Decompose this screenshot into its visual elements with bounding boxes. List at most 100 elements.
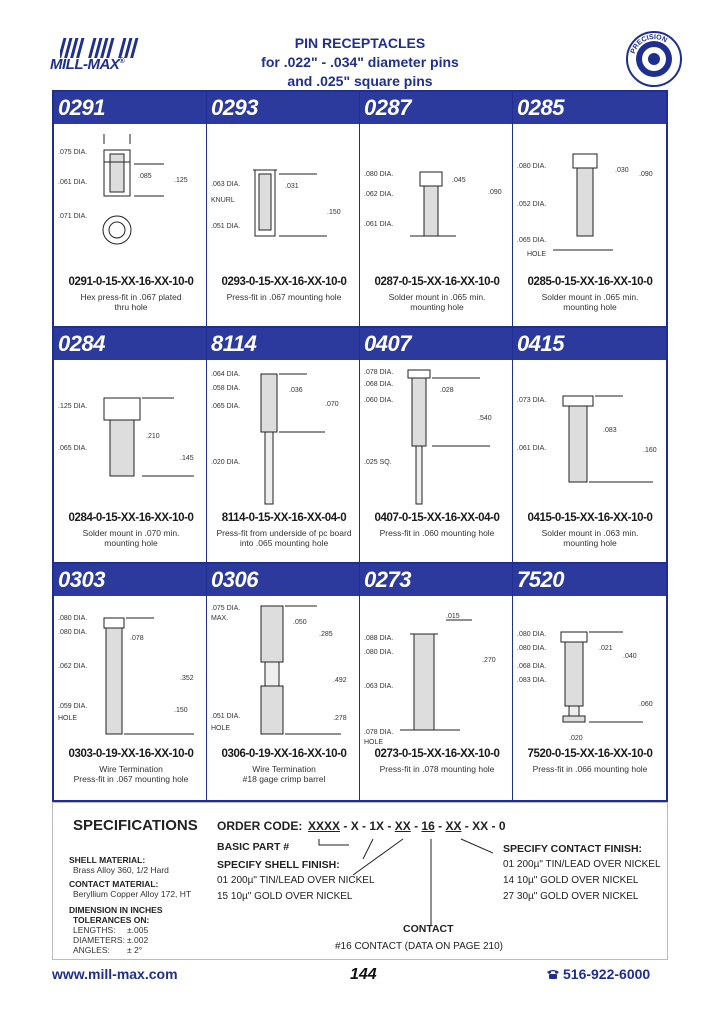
mill-max-logo-mark <box>60 38 139 58</box>
title-line-3: and .025" square pins <box>287 73 433 89</box>
svg-text:.083 DIA.: .083 DIA. <box>517 677 546 684</box>
part-number: 8114 <box>207 328 359 360</box>
product-row: 0291 .075 DIA. .061 DIA. .071 DIA. .085 … <box>54 92 666 328</box>
receptacle-drawing: .063 DIA. KNURL .051 DIA. .031 .150 <box>211 169 341 237</box>
part-number: 0287 <box>360 92 512 124</box>
product-grid: 0291 .075 DIA. .061 DIA. .071 DIA. .085 … <box>52 90 668 802</box>
tolerances: DIMENSION IN INCHES TOLERANCES ON: LENGT… <box>69 905 163 955</box>
svg-text:.062 DIA.: .062 DIA. <box>364 191 393 198</box>
product-cell-8114: 8114 .064 DIA. .058 DIA. .065 DIA. .020 … <box>207 328 360 562</box>
order-code: 0407-0-15-XX-16-XX-04-0 <box>374 512 500 524</box>
svg-text:.080 DIA.: .080 DIA. <box>364 649 393 656</box>
product-cell-0291: 0291 .075 DIA. .061 DIA. .071 DIA. .085 … <box>54 92 207 326</box>
product-cell-0415: 0415 .073 DIA. .061 DIA. .083 .160 0415-… <box>513 328 666 562</box>
svg-text:.025 SQ.: .025 SQ. <box>364 459 392 466</box>
svg-text:.028: .028 <box>440 387 454 394</box>
contact-finish-option: 27 30µ" GOLD OVER NICKEL <box>503 891 639 902</box>
svg-text:.061 DIA.: .061 DIA. <box>58 179 87 186</box>
logo-wordmark: MILL-MAX® <box>50 56 124 73</box>
contact-finish-option: 14 10µ" GOLD OVER NICKEL <box>503 875 639 886</box>
svg-text:.050: .050 <box>293 619 307 626</box>
part-number: 0293 <box>207 92 359 124</box>
page-title: PIN RECEPTACLES for .022" - .034" diamet… <box>230 34 490 91</box>
contact-finish-option: 01 200µ" TIN/LEAD OVER NICKEL <box>503 859 661 870</box>
svg-text:.150: .150 <box>327 209 341 216</box>
svg-text:.145: .145 <box>180 455 194 462</box>
svg-text:.021: .021 <box>599 645 613 652</box>
order-code-label: ORDER CODE: <box>217 819 303 833</box>
part-number: 0285 <box>513 92 666 124</box>
svg-text:.051 DIA.: .051 DIA. <box>211 713 240 720</box>
description: Solder mount in .070 min.mounting hole <box>82 528 180 548</box>
svg-text:.020: .020 <box>569 735 583 742</box>
svg-text:.080 DIA.: .080 DIA. <box>517 645 546 652</box>
tolerance-diameters: DIAMETERS:±.002 <box>73 935 149 945</box>
product-cell-0284: 0284 .125 DIA. .065 DIA. .210 .145 0284-… <box>54 328 207 562</box>
contact-line: #16 CONTACT (DATA ON PAGE 210) <box>335 941 504 952</box>
svg-text:.060: .060 <box>639 701 653 708</box>
phone-number[interactable]: 516-922-6000 <box>546 966 650 982</box>
part-number: 0407 <box>360 328 512 360</box>
order-code: 0293-0-15-XX-16-XX-10-0 <box>221 276 347 288</box>
order-code: 0284-0-15-XX-16-XX-10-0 <box>68 512 194 524</box>
tolerance-angles: ANGLES:± 2° <box>73 945 143 955</box>
svg-text:.285: .285 <box>319 631 333 638</box>
receptacle-drawing: .125 DIA. .065 DIA. .210 .145 <box>58 397 194 477</box>
receptacle-drawing: .080 DIA. .080 DIA. .068 DIA. .083 DIA. … <box>517 631 653 742</box>
receptacle-drawing: .073 DIA. .061 DIA. .083 .160 <box>517 395 657 483</box>
svg-text:.063 DIA.: .063 DIA. <box>211 181 240 188</box>
svg-text:.045: .045 <box>452 177 466 184</box>
svg-text:.083: .083 <box>603 427 617 434</box>
svg-text:.075 DIA.: .075 DIA. <box>58 149 87 156</box>
product-row: 0284 .125 DIA. .065 DIA. .210 .145 0284-… <box>54 328 666 564</box>
order-code-arrows <box>318 838 493 925</box>
svg-text:.078 DIA.: .078 DIA. <box>364 369 393 376</box>
svg-text:.068 DIA.: .068 DIA. <box>517 663 546 670</box>
description: Press-fit in .060 mounting hole <box>379 528 495 538</box>
svg-text:.088 DIA.: .088 DIA. <box>364 635 393 642</box>
svg-text:.020 DIA.: .020 DIA. <box>211 459 240 466</box>
part-number: 7520 <box>513 564 666 596</box>
order-code: 0303-0-19-XX-16-XX-10-0 <box>68 748 194 760</box>
description: Solder mount in .065 min.mounting hole <box>388 292 486 312</box>
svg-text:.065 DIA.: .065 DIA. <box>211 403 240 410</box>
specifications-title: SPECIFICATIONS <box>73 817 198 834</box>
svg-text:.051 DIA.: .051 DIA. <box>211 223 240 230</box>
svg-text:.160: .160 <box>643 447 657 454</box>
description: Press-fit in .078 mounting hole <box>379 764 495 774</box>
svg-text:.278: .278 <box>333 715 347 722</box>
website-link[interactable]: www.mill-max.com <box>52 966 178 982</box>
part-number: 0306 <box>207 564 359 596</box>
description: Solder mount in .065 min.mounting hole <box>541 292 639 312</box>
description: Press-fit in .066 mounting hole <box>532 764 648 774</box>
order-code: 0306-0-19-XX-16-XX-10-0 <box>221 748 347 760</box>
svg-text:.080 DIA.: .080 DIA. <box>364 171 393 178</box>
svg-text:.080 DIA.: .080 DIA. <box>58 629 87 636</box>
svg-text:.125: .125 <box>174 177 188 184</box>
order-code: 0415-0-15-XX-16-XX-10-0 <box>527 512 653 524</box>
part-number: 0303 <box>54 564 206 596</box>
order-code: 0273-0-15-XX-16-XX-10-0 <box>374 748 500 760</box>
product-cell-7520: 7520 .080 DIA. .080 DIA. .068 DIA. .083 … <box>513 564 666 800</box>
svg-text:.063 DIA.: .063 DIA. <box>364 683 393 690</box>
product-cell-0293: 0293 .063 DIA. KNURL .051 DIA. .031 .150… <box>207 92 360 326</box>
svg-text:.036: .036 <box>289 387 303 394</box>
svg-text:.540: .540 <box>478 415 492 422</box>
description: Solder mount in .063 min.mounting hole <box>541 528 639 548</box>
receptacle-drawing: .075 DIA. .061 DIA. .071 DIA. .085 .125 <box>58 134 188 245</box>
description: Wire Termination#18 gage crimp barrel <box>242 764 326 784</box>
svg-text:.040: .040 <box>623 653 637 660</box>
receptacle-drawing: .080 DIA. .062 DIA. .061 DIA. .045 .090 <box>364 171 502 237</box>
svg-text:.080 DIA.: .080 DIA. <box>517 631 546 638</box>
svg-text:.068 DIA.: .068 DIA. <box>364 381 393 388</box>
svg-text:.352: .352 <box>180 675 194 682</box>
product-row: 0303 .080 DIA. .080 DIA. .062 DIA. .059 … <box>54 564 666 800</box>
svg-text:.492: .492 <box>333 677 347 684</box>
contact-material: CONTACT MATERIAL: Beryllium Copper Alloy… <box>69 879 192 899</box>
title-line-2: for .022" - .034" diameter pins <box>261 54 459 70</box>
svg-text:KNURL: KNURL <box>211 197 235 204</box>
product-cell-0303: 0303 .080 DIA. .080 DIA. .062 DIA. .059 … <box>54 564 207 800</box>
svg-text:.059 DIA.: .059 DIA. <box>58 703 87 710</box>
svg-text:.052 DIA.: .052 DIA. <box>517 201 546 208</box>
